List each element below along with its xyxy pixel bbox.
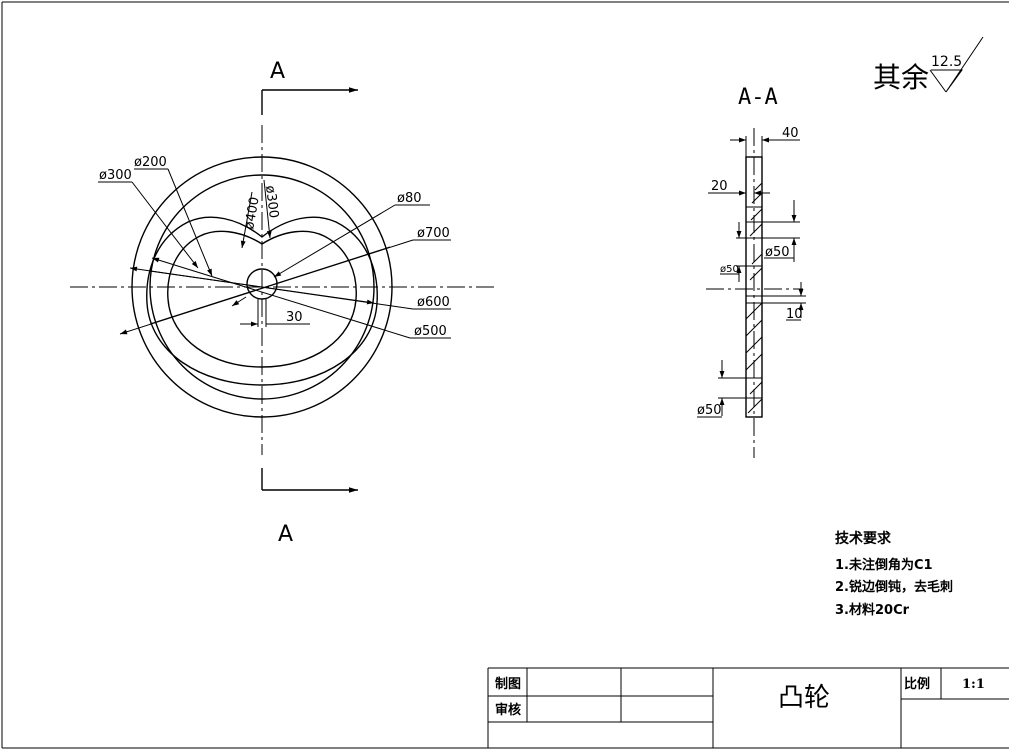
- dim-d300-vertical: ø300: [262, 185, 281, 219]
- dim-d80: ø80: [397, 191, 422, 206]
- dim-t20: 20: [711, 179, 728, 194]
- surface-finish-value: 12.5: [931, 54, 962, 70]
- section-view: A-A: [697, 85, 806, 458]
- outer-circle-700: [131, 156, 393, 418]
- front-view: [70, 125, 495, 455]
- dim-d600: ø600: [417, 295, 450, 310]
- cam-groove-outer: [146, 216, 378, 386]
- section-mark-top: A: [270, 59, 285, 84]
- surface-finish-symbol: 其余 12.5: [873, 36, 984, 94]
- checked-by-label: 审核: [495, 702, 521, 718]
- dim-d50-right: ø50: [765, 245, 790, 260]
- section-cut-marks: A A: [261, 59, 358, 547]
- tech-req-title: 技术要求: [835, 530, 892, 547]
- dim-d50-left-small: ø50: [720, 264, 739, 275]
- dim-d700: ø700: [417, 226, 450, 241]
- keyway: [257, 299, 267, 327]
- dim-d300-left: ø300: [99, 168, 132, 183]
- circle-600: [149, 174, 375, 400]
- cam-groove-inner: [167, 230, 357, 368]
- tech-req-item-3: 3.材料20Cr: [835, 602, 910, 618]
- tech-req-item-1: 1.未注倒角为C1: [835, 557, 933, 573]
- dim-d500: ø500: [414, 324, 447, 339]
- section-hatching: [745, 182, 763, 414]
- dim-d400: ø400: [242, 196, 262, 231]
- section-plate-outline: [745, 156, 763, 418]
- technical-requirements: 技术要求 1.未注倒角为C1 2.锐边倒钝，去毛刺 3.材料20Cr: [835, 530, 953, 618]
- dim-t10: 10: [786, 307, 803, 322]
- dim-w30: 30: [286, 310, 303, 325]
- scale-value: 1:1: [962, 677, 985, 692]
- dim-t40: 40: [782, 126, 799, 141]
- tech-req-item-2: 2.锐边倒钝，去毛刺: [835, 579, 953, 595]
- section-view-title: A-A: [738, 85, 778, 110]
- part-name: 凸轮: [778, 683, 830, 713]
- dim-d200: ø200: [134, 155, 167, 170]
- section-dimensions: 40 20 ø50 ø50 10: [697, 126, 806, 418]
- front-view-dimensions: ø300 ø200 ø400 ø300 ø80 ø700 ø600 ø500 3…: [98, 155, 451, 339]
- section-mark-bottom: A: [278, 522, 293, 547]
- dim-d50-bottom: ø50: [697, 403, 722, 418]
- scale-label: 比例: [904, 676, 930, 692]
- drawn-by-label: 制图: [495, 676, 521, 692]
- surface-finish-prefix: 其余: [873, 61, 929, 94]
- title-block: 制图 审核 凸轮 比例 1:1: [487, 667, 1009, 748]
